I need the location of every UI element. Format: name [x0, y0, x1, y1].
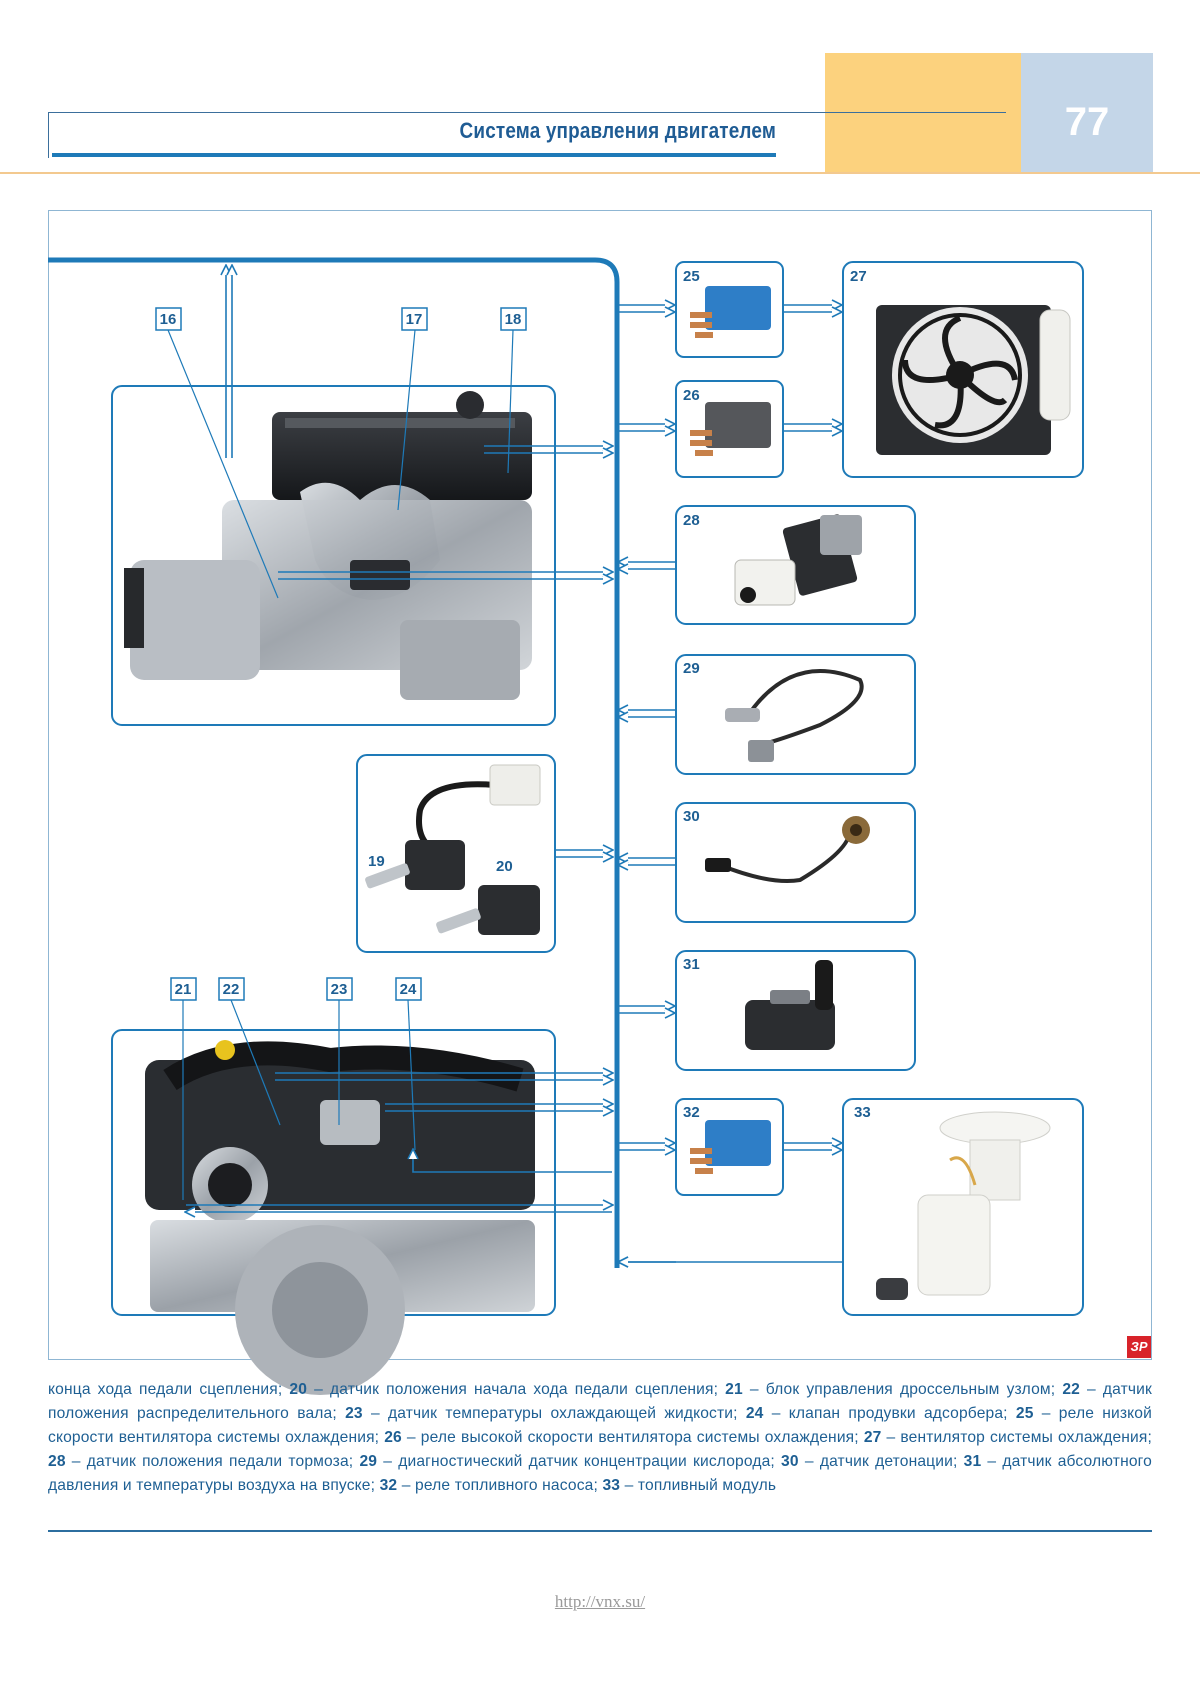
- caption-text: – датчик детонации;: [798, 1453, 964, 1470]
- header-frame-top: [48, 112, 1006, 113]
- callout-30: 30: [683, 808, 700, 825]
- caption-text: – датчик положения распределительного ва…: [48, 1381, 1152, 1422]
- caption-text: – клапан продувки адсорбера;: [763, 1405, 1016, 1422]
- caption-number: 20: [289, 1381, 308, 1398]
- page-title: Система управления двигателем: [459, 118, 776, 143]
- fuel-module-33-box: [842, 1098, 1084, 1316]
- callout-18: 18: [505, 311, 522, 328]
- relay-32-box: [675, 1098, 784, 1196]
- footer-link[interactable]: http://vnx.su/: [554, 1592, 646, 1611]
- callout-26: 26: [683, 387, 700, 404]
- caption-number: 26: [384, 1429, 402, 1446]
- caption-text: – блок управления дроссельным узлом;: [742, 1381, 1063, 1398]
- caption-text: – датчик температуры охлаждающей жидкост…: [362, 1405, 746, 1422]
- callout-leaders: [167, 329, 514, 1200]
- caption-number: 23: [345, 1405, 363, 1422]
- caption-text: – реле низкой скорости вентилятора систе…: [48, 1405, 1152, 1446]
- caption-number: 21: [725, 1381, 743, 1398]
- caption-text: – датчик абсолютного давления и температ…: [48, 1453, 1152, 1494]
- callout-27: 27: [850, 268, 867, 285]
- header-page-tab: [1021, 53, 1153, 173]
- callout-33: 33: [854, 1104, 871, 1121]
- callout-19: 19: [368, 853, 385, 870]
- figure-frame: [48, 210, 1152, 1360]
- caption-number: 28: [48, 1453, 66, 1470]
- caption-text: – вентилятор системы охлаждения;: [881, 1429, 1152, 1446]
- callout-16: 16: [160, 311, 177, 328]
- caption-text: – датчик положения начала хода педали сц…: [307, 1381, 726, 1398]
- callout-17: 17: [406, 311, 423, 328]
- caption-number: 32: [379, 1477, 398, 1494]
- brake-sensor-28-box: [675, 505, 916, 625]
- caption-number: 25: [1015, 1405, 1034, 1422]
- callout-boxes: [155, 307, 527, 1001]
- callout-28: 28: [683, 512, 700, 529]
- figure-caption: конца хода педали сцепления; 20 – датчик…: [48, 1378, 1152, 1498]
- fan-27-box: [842, 261, 1084, 478]
- callout-21: 21: [175, 981, 192, 998]
- header-yellow-block: [825, 53, 1021, 173]
- callout-20: 20: [496, 858, 513, 875]
- caption-number: 30: [781, 1453, 799, 1470]
- connection-arrows: [186, 266, 843, 1262]
- callout-31: 31: [683, 956, 700, 973]
- header-title-underline: [52, 153, 776, 157]
- caption-text: – диагностический датчик концентрации ки…: [377, 1453, 782, 1470]
- callout-24: 24: [400, 981, 417, 998]
- callout-29: 29: [683, 660, 700, 677]
- map-sensor-31-box: [675, 950, 916, 1071]
- callout-22: 22: [223, 981, 240, 998]
- engine-assembly-photo: [111, 385, 556, 726]
- caption-number: 33: [602, 1477, 621, 1494]
- caption-text: – датчик положения педали тормоза;: [65, 1453, 360, 1470]
- callout-23: 23: [331, 981, 348, 998]
- caption-text: конца хода педали сцепления;: [48, 1381, 290, 1398]
- caption-number: 29: [359, 1453, 378, 1470]
- header-frame-left: [48, 112, 49, 158]
- caption-number: 22: [1062, 1381, 1080, 1398]
- callout-25: 25: [683, 268, 700, 285]
- publisher-logo: ЗР: [1127, 1336, 1151, 1358]
- knock-sensor-30-box: [675, 802, 916, 923]
- header-divider: [0, 172, 1200, 174]
- callout-32: 32: [683, 1104, 700, 1121]
- pedal-switches-photo: [356, 754, 556, 953]
- caption-number: 31: [963, 1453, 982, 1470]
- caption-number: 24: [745, 1405, 764, 1422]
- relay-25-box: [675, 261, 784, 358]
- caption-text: – реле топливного насоса;: [397, 1477, 603, 1494]
- throttle-area-photo: [111, 1029, 556, 1395]
- page-number: 77: [1064, 100, 1110, 144]
- main-harness-line: [48, 257, 620, 1268]
- caption-number: 27: [863, 1429, 882, 1446]
- caption-text: – реле высокой скорости вентилятора сист…: [401, 1429, 864, 1446]
- caption-divider: [48, 1530, 1152, 1532]
- caption-text: – топливный модуль: [620, 1477, 777, 1494]
- oxygen-sensor-29-box: [675, 654, 916, 775]
- relay-26-box: [675, 380, 784, 478]
